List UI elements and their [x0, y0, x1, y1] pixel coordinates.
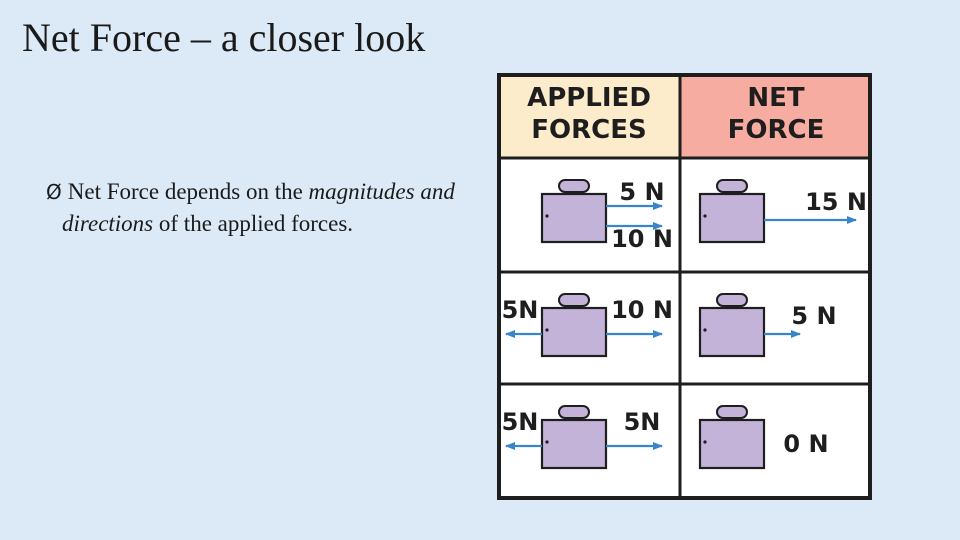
net-force-block [698, 179, 766, 244]
applied-force-block [540, 293, 608, 358]
net-force-header-line: FORCE [728, 115, 825, 145]
applied-force-block [540, 179, 608, 244]
block-body [540, 306, 608, 358]
applied-force-label: 5N [502, 408, 539, 436]
slide-title: Net Force – a closer look [22, 15, 426, 60]
block-mark [545, 328, 549, 332]
block-handle [716, 179, 748, 193]
applied-forces-header-line: APPLIED [527, 83, 651, 113]
bullet-text-end: of the applied forces. [153, 211, 354, 236]
arrow-bullet-icon: Ø [46, 180, 62, 204]
applied-force-label: 5N [624, 408, 661, 436]
net-force-label: 0 N [783, 430, 828, 458]
block-handle [716, 293, 748, 307]
applied-header-cell [499, 75, 680, 158]
block-body [698, 306, 766, 358]
block-mark [703, 214, 707, 218]
net-force-label: 5 N [791, 302, 836, 330]
block-body [698, 192, 766, 244]
block-body [540, 418, 608, 470]
net-force-block [698, 293, 766, 358]
applied-force-label: 5 N [619, 178, 664, 206]
bullet-text-start: Net Force depends on the [67, 179, 309, 204]
applied-force-label: 10 N [611, 225, 673, 253]
applied-force-label: 10 N [611, 296, 673, 324]
block-handle [716, 405, 748, 419]
block-handle [558, 179, 590, 193]
net-header-cell [680, 75, 870, 158]
block-mark [545, 214, 549, 218]
net-force-header-line: NET [747, 83, 805, 113]
block-mark [703, 328, 707, 332]
block-body [698, 418, 766, 470]
block-mark [545, 440, 549, 444]
applied-forces-header-line: FORCES [531, 115, 646, 145]
net-force-label: 15 N [805, 188, 867, 216]
block-handle [558, 405, 590, 419]
block-mark [703, 440, 707, 444]
table-border [497, 73, 872, 500]
applied-force-block [540, 405, 608, 470]
block-handle [558, 293, 590, 307]
net-force-block [698, 405, 766, 470]
applied-force-label: 5N [502, 296, 539, 324]
block-body [540, 192, 608, 244]
bullet-text-emphasis: magnitudes and directions [62, 179, 455, 236]
